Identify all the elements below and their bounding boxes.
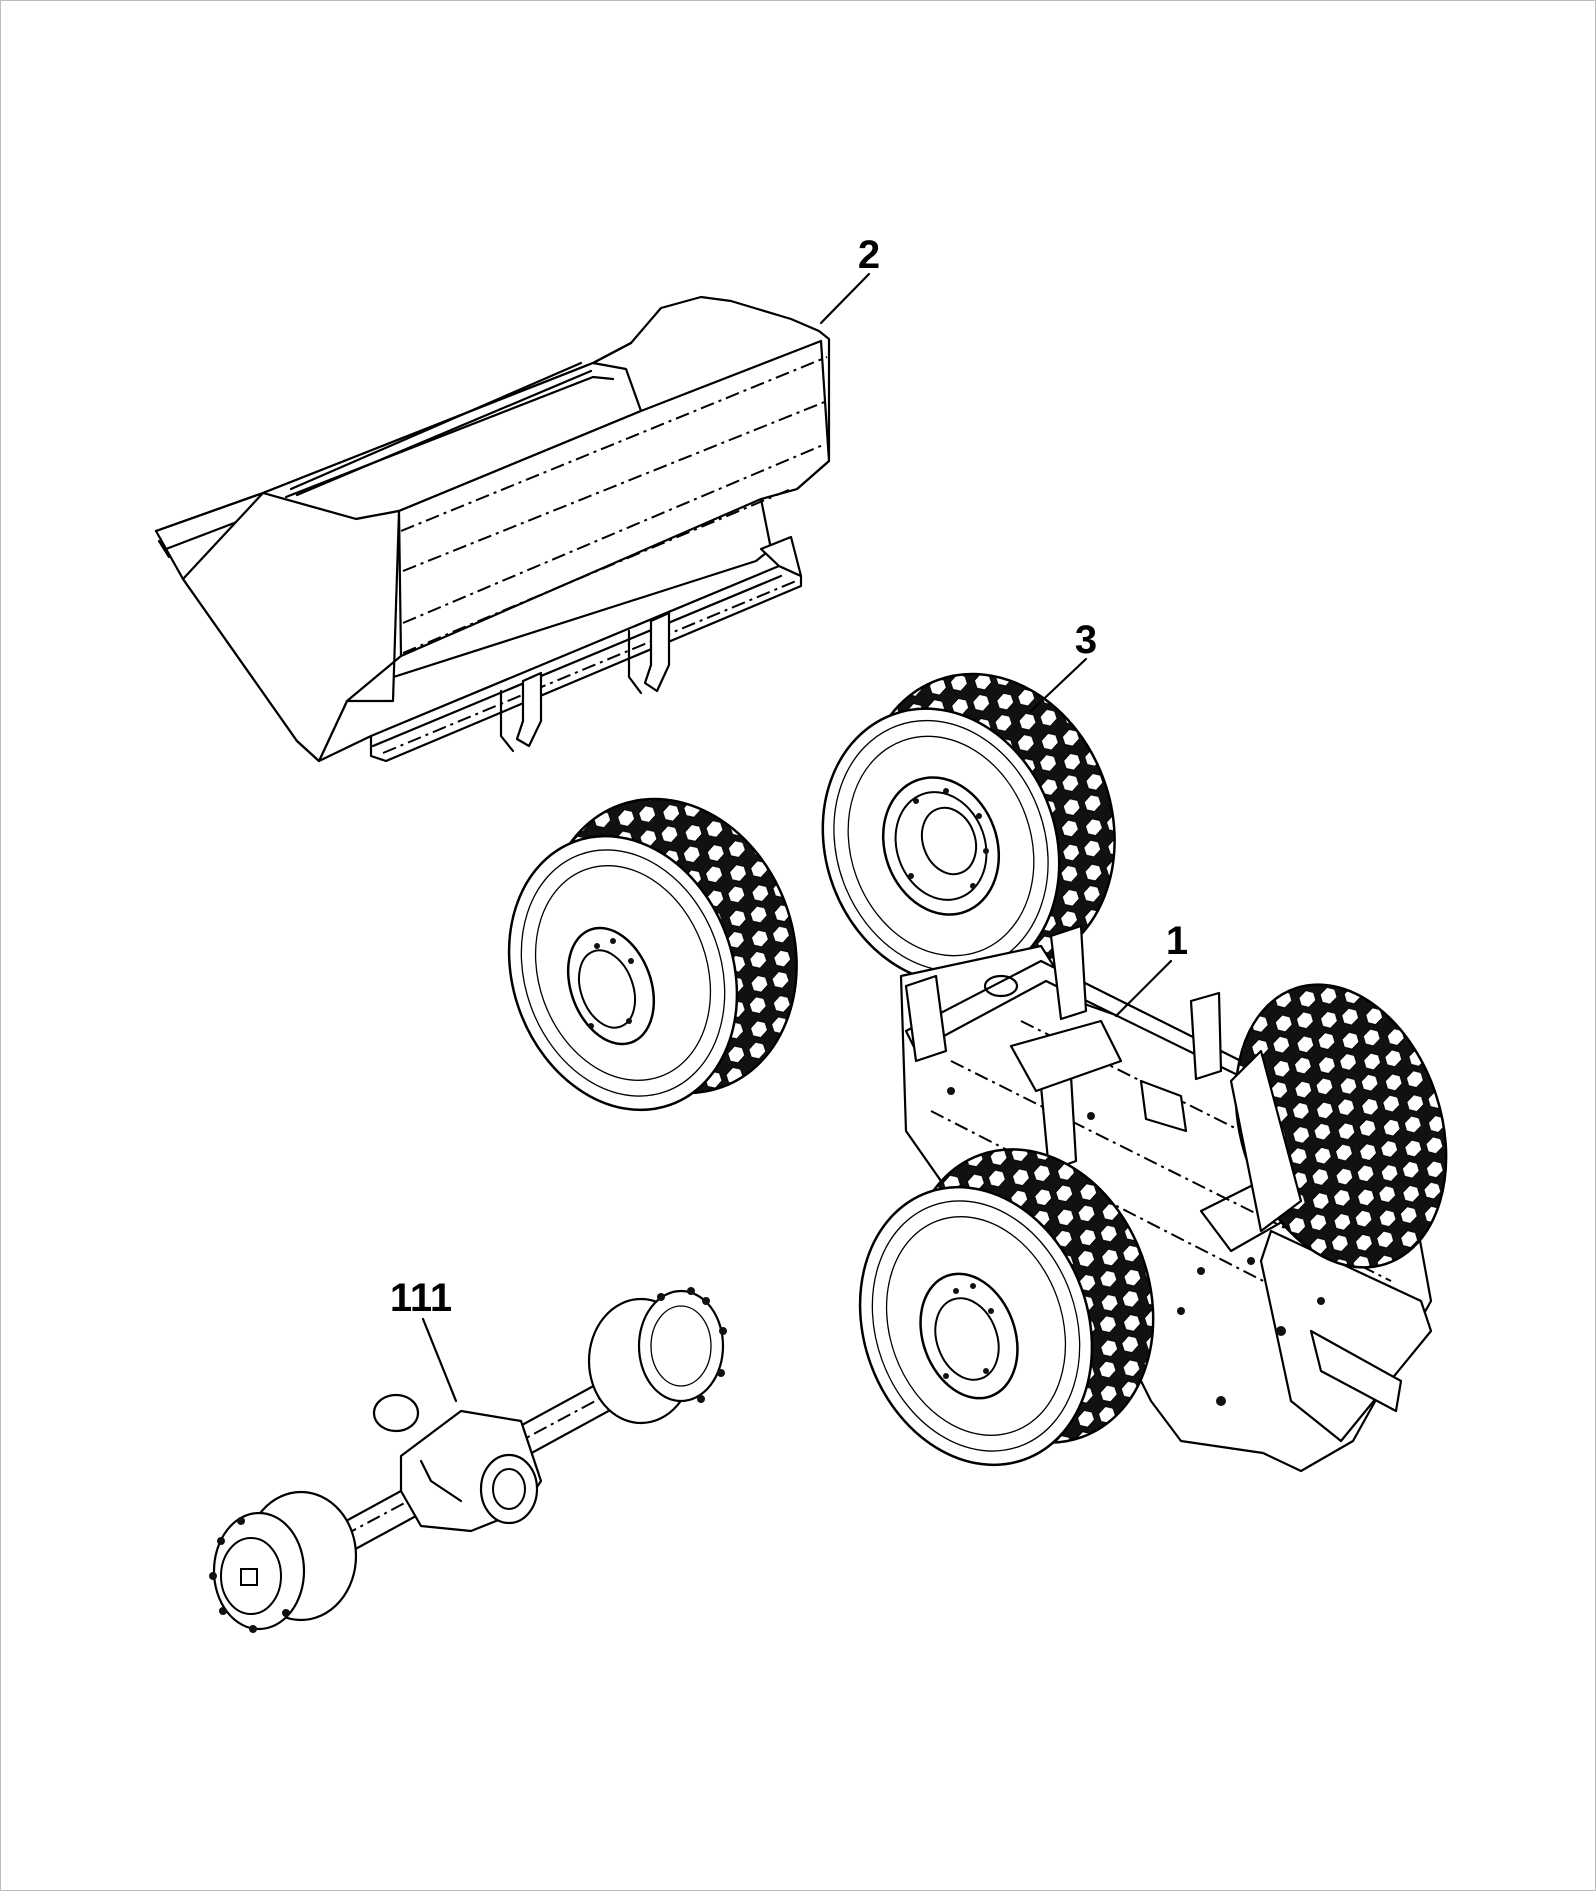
callout-111-label: 111: [390, 1276, 452, 1320]
callout-111-leader: [421, 1317, 458, 1403]
callout-111: 111: [390, 1276, 458, 1403]
callout-2-leader: [819, 272, 871, 325]
bucket-hook-left: [499, 671, 543, 753]
callout-2-label: 2: [858, 233, 880, 277]
callout-1-label: 1: [1166, 919, 1188, 963]
callout-3-label: 3: [1075, 618, 1097, 662]
axle-part: [209, 1287, 727, 1633]
axle-hub-right: [587, 1287, 727, 1425]
callout-2: 2: [819, 233, 880, 325]
wheel-upper: [821, 672, 1116, 985]
wheel-left: [507, 797, 798, 1112]
callout-1-leader: [1114, 959, 1173, 1018]
frame-part: [899, 924, 1433, 1473]
axle-hub-left: [209, 1490, 358, 1633]
wheel-lower: [858, 1148, 1155, 1467]
wheel-right: [1229, 983, 1448, 1269]
callout-3: 3: [1029, 618, 1097, 713]
callout-3-leader: [1029, 657, 1088, 713]
callout-1: 1: [1114, 919, 1188, 1018]
bucket-part: [154, 295, 831, 763]
bucket-hook-right: [627, 611, 671, 695]
